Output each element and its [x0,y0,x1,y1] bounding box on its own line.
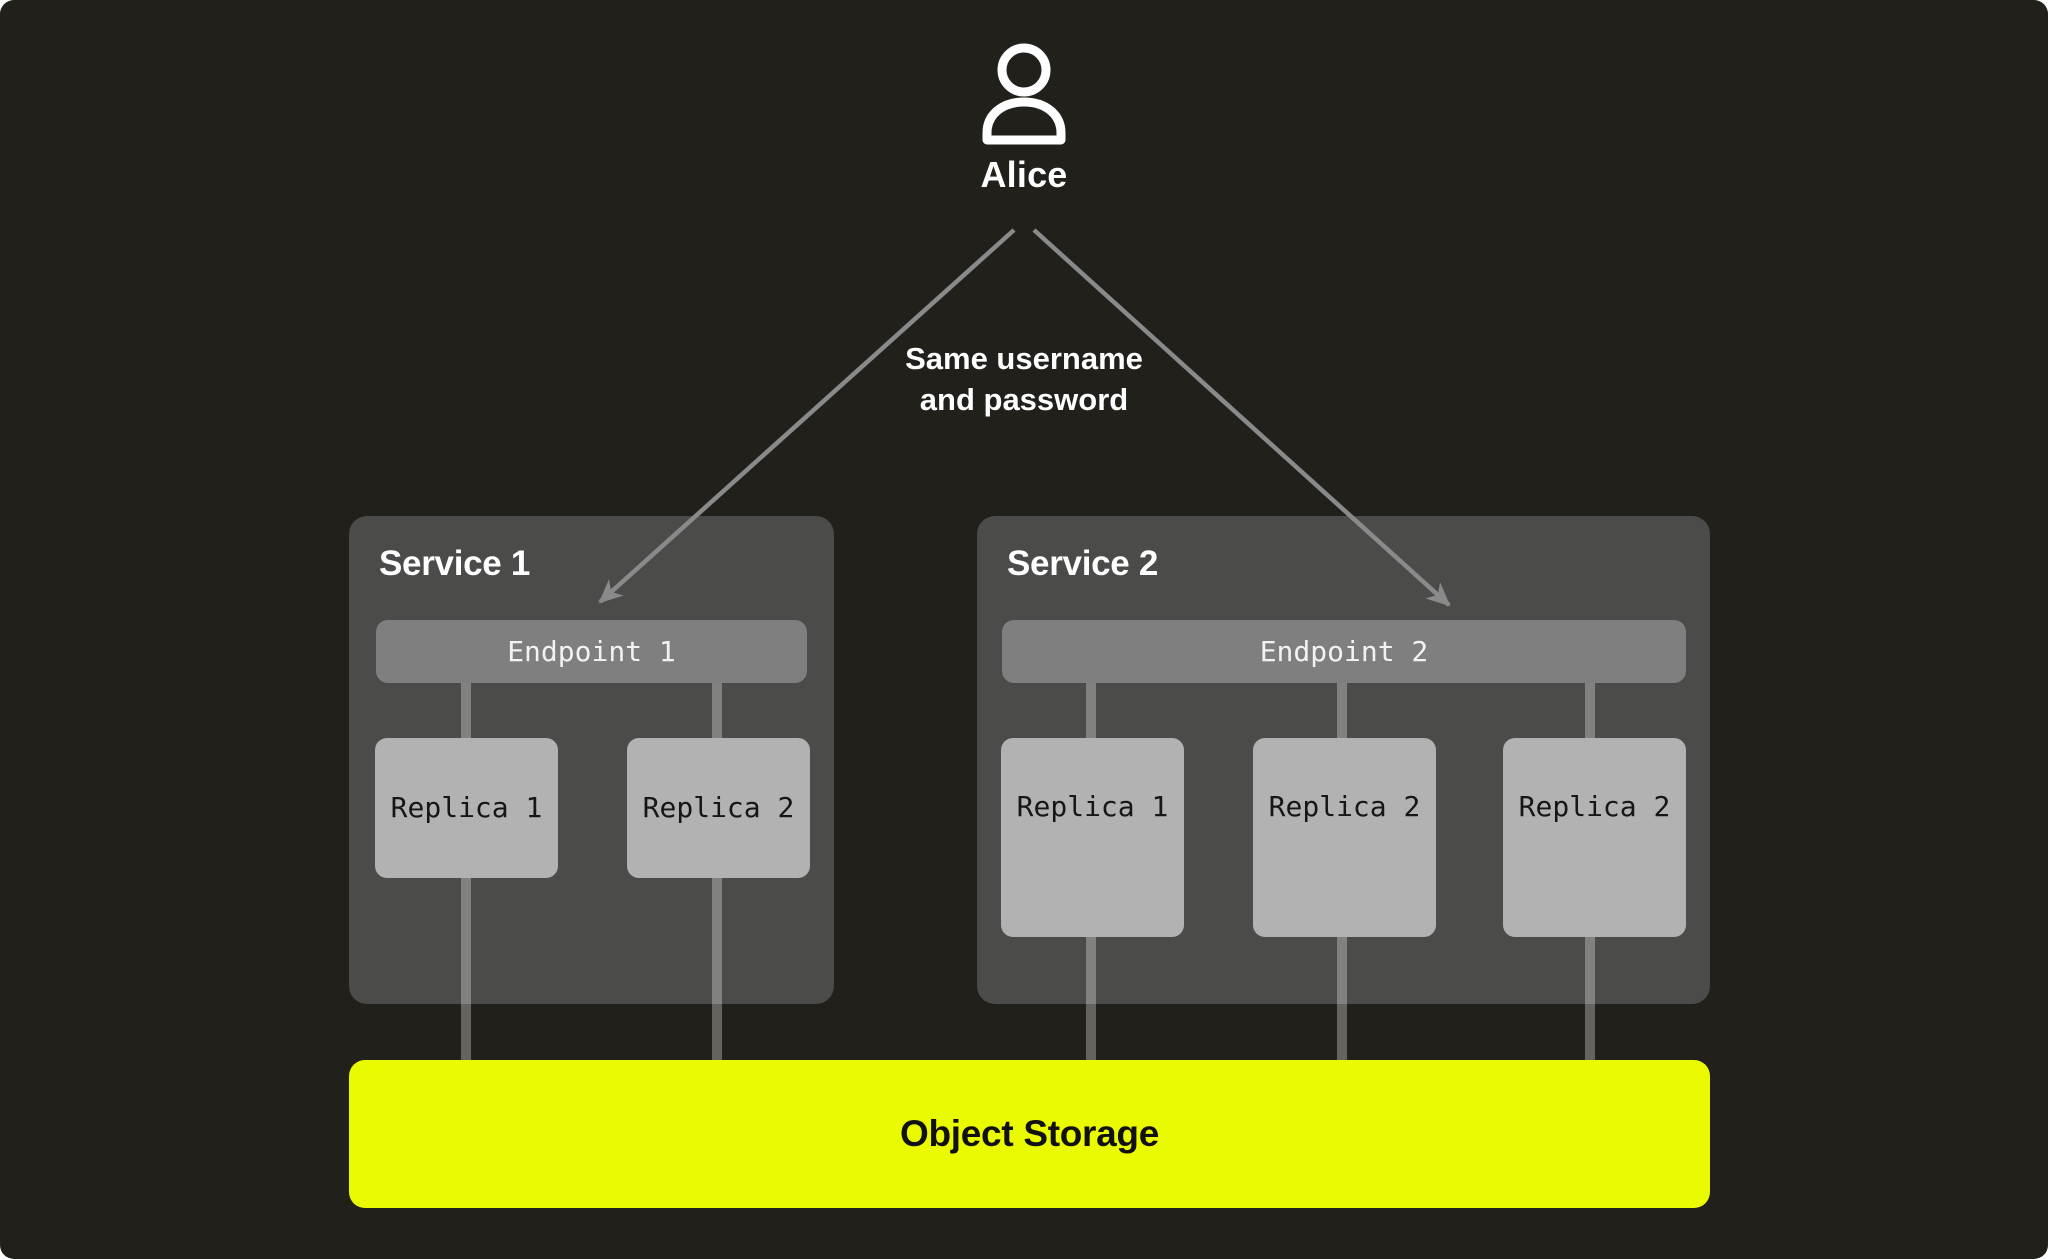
service-2-replica-2: Replica 2 [1253,738,1436,937]
service-1-endpoint-pill: Endpoint 1 [376,620,807,683]
service-1-title: Service 1 [379,544,531,583]
annotation-line-2: and password [919,382,1129,417]
replica-label: Replica 2 [642,791,795,824]
service-2-card: Service 2 Endpoint 2 Replica 1 Replica 2… [977,516,1710,1004]
replica-label: Replica 2 [1518,790,1671,823]
service-1-card: Service 1 Endpoint 1 Replica 1 Replica 2 [349,516,834,1004]
replica-label: Replica 1 [1016,790,1169,823]
person-icon [982,43,1066,145]
service-2-replica-1: Replica 1 [1001,738,1184,937]
object-storage-bar: Object Storage [349,1060,1710,1208]
object-storage-label: Object Storage [900,1113,1159,1154]
service-1-replica-1: Replica 1 [375,738,558,878]
replica-label: Replica 2 [1268,790,1421,823]
user-name-label: Alice [980,154,1068,195]
annotation-line-1: Same username [905,341,1143,376]
service-2-endpoint-pill: Endpoint 2 [1002,620,1686,683]
user-block: Alice [972,40,1076,196]
service-2-replica-3: Replica 2 [1503,738,1686,937]
annotation-text: Same username and password [905,338,1143,420]
service-2-title: Service 2 [1007,544,1159,583]
service-1-replica-2: Replica 2 [627,738,810,878]
replica-label: Replica 1 [390,791,543,824]
